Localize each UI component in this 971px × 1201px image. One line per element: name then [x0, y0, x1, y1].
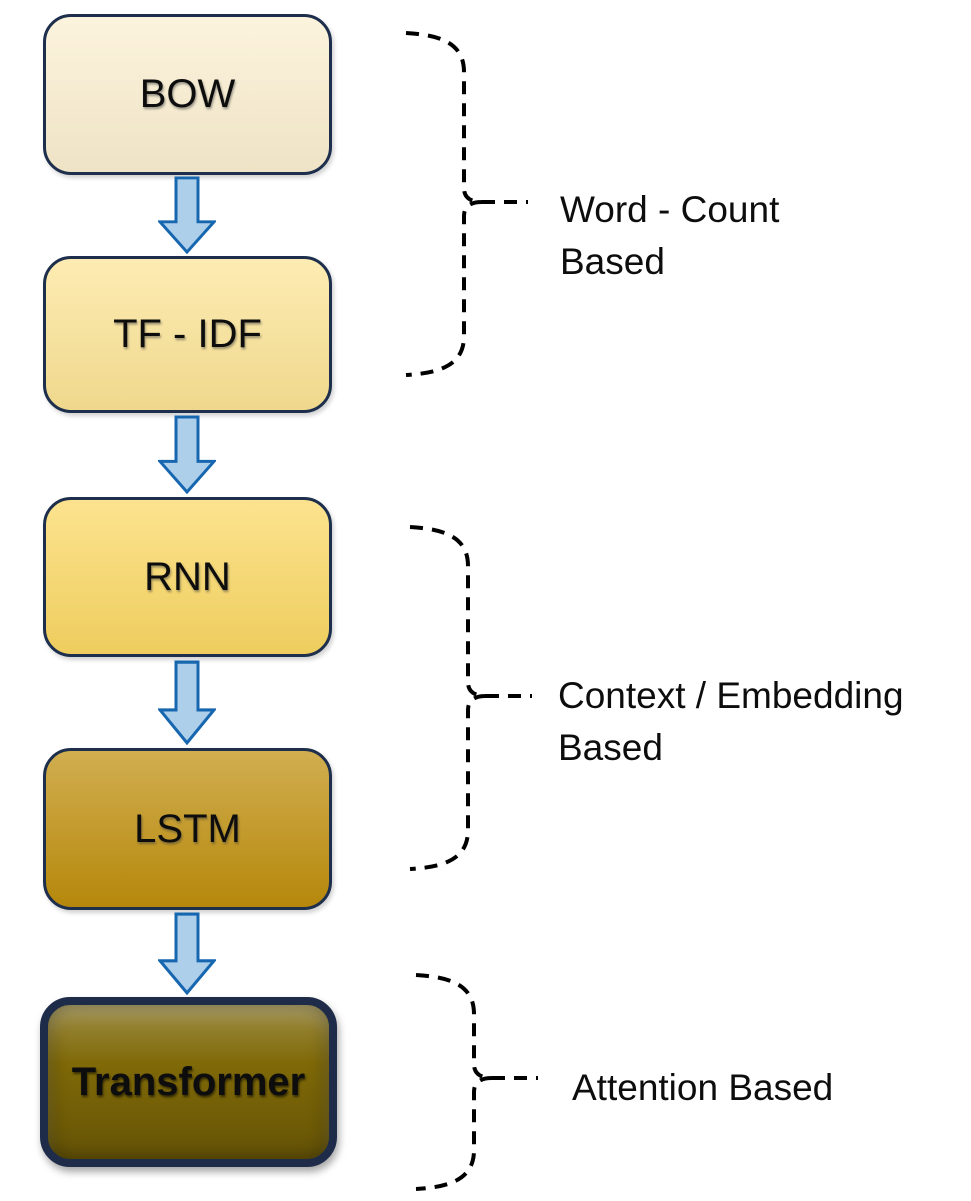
down-arrow-icon — [158, 912, 216, 995]
group-brace-attention-icon — [415, 973, 538, 1191]
group-label-word-count: Word - Count Based — [560, 189, 780, 282]
down-arrow-icon — [158, 415, 216, 494]
down-arrow-icon — [158, 176, 216, 254]
node-transformer-label: Transformer — [71, 1059, 306, 1104]
node-tf-idf-label: TF - IDF — [113, 312, 262, 356]
group-label-context-embedding: Context / Embedding Based — [558, 675, 904, 768]
node-rnn: RNN — [43, 497, 332, 657]
node-tf-idf: TF - IDF — [43, 256, 332, 413]
node-lstm: LSTM — [43, 748, 332, 910]
node-rnn-label: RNN — [144, 554, 231, 599]
node-lstm-label: LSTM — [134, 806, 241, 851]
group-label-attention: Attention Based — [572, 1067, 834, 1108]
group-brace-word-count-icon — [405, 31, 528, 377]
down-arrow-icon — [158, 660, 216, 745]
node-bow-label: BOW — [139, 72, 236, 116]
group-brace-context-embedding-icon — [409, 525, 532, 871]
node-bow: BOW — [43, 14, 332, 175]
node-transformer: Transformer — [40, 997, 337, 1167]
